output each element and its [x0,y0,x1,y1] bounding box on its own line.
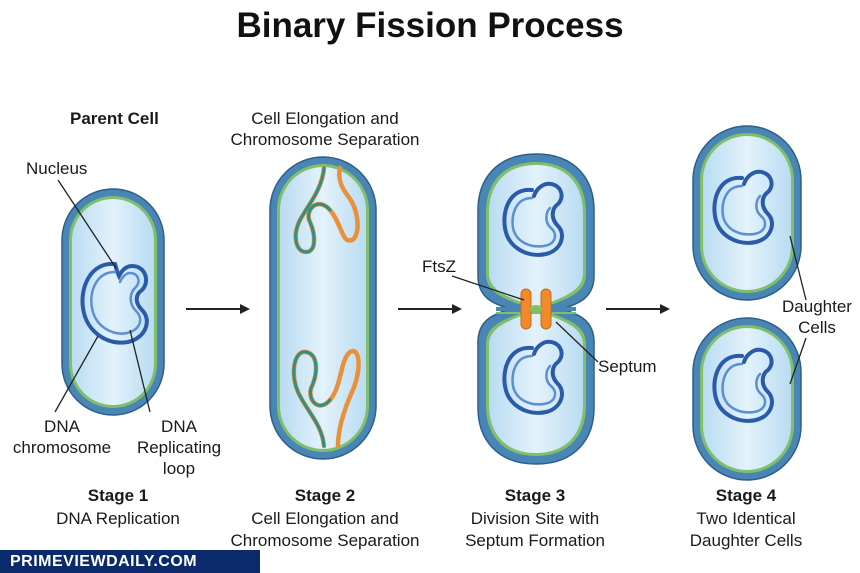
stage-2-number: Stage 2 [294,486,356,505]
stage-3-description: Division Site with Septum Formation [465,509,605,550]
stage1-pointers [54,179,151,413]
stage4-pointers [789,235,807,385]
stage-1-description: DNA Replication [56,509,180,528]
daughter-cell-top [692,125,802,301]
elongated-cell [269,156,377,460]
nucleus-label: Nucleus [26,159,88,178]
septum-label: Septum [598,357,657,376]
ftsz-ring [520,288,552,330]
stage3-dna [502,181,564,415]
stage-2-description: Cell Elongation and Chromosome Separatio… [230,509,420,550]
separating-chromosomes [291,165,361,449]
stage3-pointers [451,275,599,363]
elongation-label: Cell Elongation and Chromosome Separatio… [230,109,420,149]
diagram-title: Binary Fission Process [236,6,624,45]
stage-1-number: Stage 1 [87,486,149,505]
dna-replicating-loop-label: DNA Replicating loop [136,417,222,478]
stage-4-description: Two Identical Daughter Cells [689,509,803,550]
dna-chromosome-label: DNA chromosome [12,417,112,457]
ftsz-label: FtsZ [422,257,456,276]
watermark-banner: PRIMEVIEWDAILY.COM [0,550,260,573]
stage-3-number: Stage 3 [504,486,566,505]
daughter-cell-bottom [692,317,802,481]
parent-cell [61,188,165,416]
daughter-cells-label: Daughter Cells [782,297,852,337]
parent-cell-label: Parent Cell [70,109,159,128]
watermark-text: PRIMEVIEWDAILY.COM [10,553,198,570]
stage-4-number: Stage 4 [715,486,777,505]
dna-chromosome-loop [80,261,149,345]
